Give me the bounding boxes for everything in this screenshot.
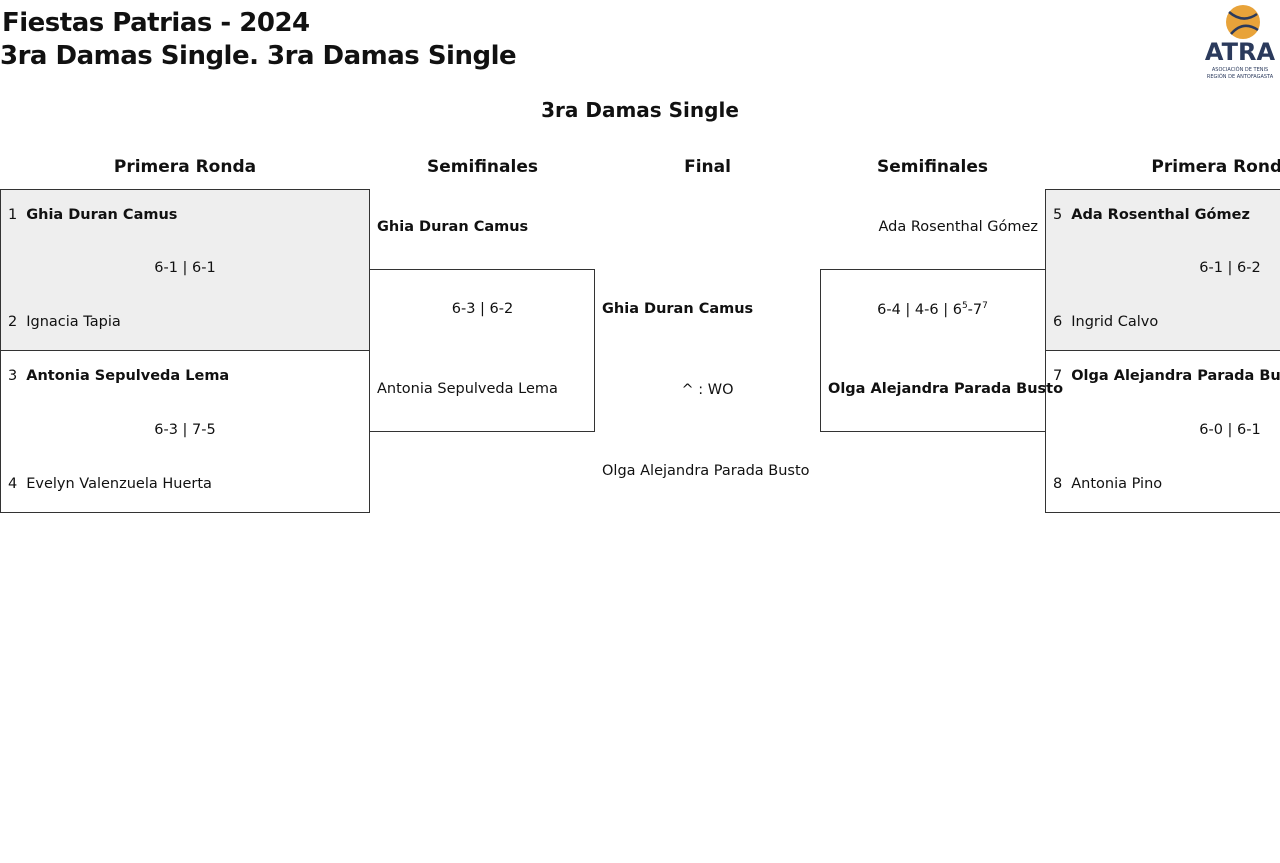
atra-logo: ATRA ASOCIACIÓN DE TENIS REGIÓN DE ANTOF… [1203,2,1277,82]
player-right-r1-2-top: 7 Olga Alejandra Parada Busto [1053,368,1280,384]
player-right-r1-1-bottom: 6 Ingrid Calvo [1053,314,1158,330]
seed: 8 [1053,476,1063,492]
player-name: Antonia Sepulveda Lema [26,368,230,384]
column-header-right-primera-ronda: Primera Ronda [1151,157,1280,177]
seed: 7 [1053,368,1063,384]
match-box-right-r1-2 [1045,350,1280,513]
score-left-sf: 6-3 | 6-2 [451,301,514,317]
player-left-r1-1-bottom: 2 Ignacia Tapia [8,314,121,330]
player-name: Ghia Duran Camus [26,207,178,223]
seed: 5 [1053,207,1063,223]
score-right-r1-2: 6-0 | 6-1 [1199,422,1261,438]
player-name: Olga Alejandra Parada Busto [1071,368,1280,384]
column-header-left-primera-ronda: Primera Ronda [113,157,257,177]
player-final-bottom: Olga Alejandra Parada Busto [602,463,810,479]
player-name: Ignacia Tapia [26,314,121,330]
event-title: Fiestas Patrias - 2024 [2,8,310,38]
player-name: Evelyn Valenzuela Huerta [26,476,212,492]
player-left-sf-bottom: Antonia Sepulveda Lema [377,381,558,397]
score-final: ^ : WO [681,382,734,398]
score-left-r1-2: 6-3 | 7-5 [154,422,216,438]
seed: 1 [8,207,18,223]
seed: 6 [1053,314,1063,330]
player-name: Ada Rosenthal Gómez [1071,207,1250,223]
column-header-left-semifinales: Semifinales [427,157,538,177]
logo-text: ATRA [1205,38,1276,66]
seed: 4 [8,476,18,492]
player-final-top: Ghia Duran Camus [602,301,754,317]
column-header-final: Final [684,157,731,177]
logo-subtext-1: ASOCIACIÓN DE TENIS [1212,66,1268,73]
score-left-r1-1: 6-1 | 6-1 [154,260,216,276]
player-left-r1-1-top: 1 Ghia Duran Camus [8,207,177,223]
match-box-right-sf [820,269,1046,432]
player-right-sf-top: Ada Rosenthal Gómez [878,219,1039,235]
logo-subtext-2: REGIÓN DE ANTOFAGASTA [1207,73,1274,80]
player-left-r1-2-top: 3 Antonia Sepulveda Lema [8,368,229,384]
player-right-r1-1-top: 5 Ada Rosenthal Gómez [1053,207,1250,223]
column-header-right-semifinales: Semifinales [877,157,988,177]
seed: 2 [8,314,18,330]
seed: 3 [8,368,18,384]
draw-subtitle: 3ra Damas Single. 3ra Damas Single [0,41,517,71]
draw-title: 3ra Damas Single [541,98,739,122]
match-box-left-sf [369,269,595,432]
match-box-right-r1-1 [1045,189,1280,351]
score-right-r1-1: 6-1 | 6-2 [1199,260,1261,276]
score-right-sf: 6-4 | 4-6 | 65-77 [877,301,988,318]
player-left-sf-top: Ghia Duran Camus [377,219,529,235]
player-name: Antonia Pino [1071,476,1163,492]
player-right-r1-2-bottom: 8 Antonia Pino [1053,476,1162,492]
player-right-sf-bottom: Olga Alejandra Parada Busto [828,381,1064,397]
player-left-r1-2-bottom: 4 Evelyn Valenzuela Huerta [8,476,212,492]
player-name: Ingrid Calvo [1071,314,1159,330]
